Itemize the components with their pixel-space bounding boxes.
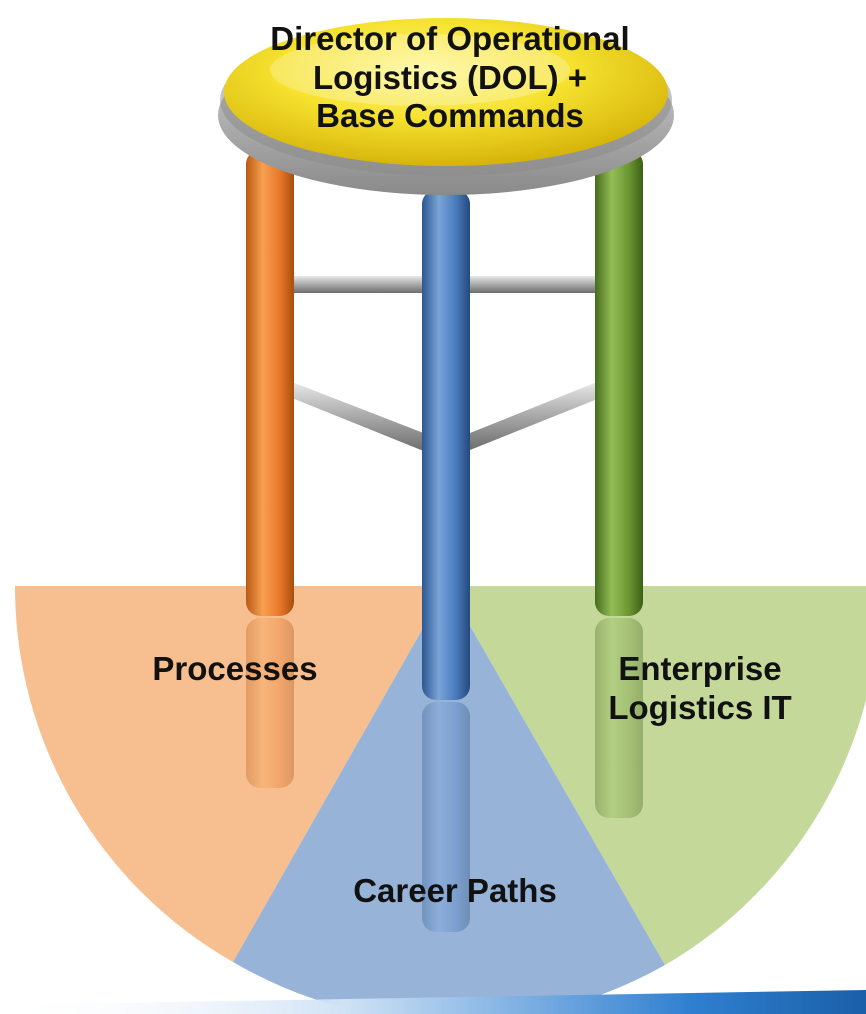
processes-label-text: Processes	[152, 650, 318, 687]
seat-label-line-2: Logistics (DOL) +	[312, 58, 588, 96]
career-paths-label: Career Paths	[300, 872, 610, 911]
enterprise-it-label: Enterprise Logistics IT	[565, 650, 835, 727]
right-leg	[595, 150, 643, 616]
enterprise-it-segment	[447, 586, 866, 965]
center-leg	[422, 190, 470, 700]
enterprise-it-line-2: Logistics IT	[608, 688, 792, 726]
seat-label: Director of Operational Logistics (DOL) …	[190, 20, 710, 136]
leg-reflections	[246, 618, 643, 932]
stool-seat	[218, 18, 674, 195]
enterprise-it-line-1: Enterprise	[618, 650, 782, 687]
left-leg	[246, 150, 294, 616]
seat-label-line-3: Base Commands	[316, 97, 584, 135]
processes-label: Processes	[100, 650, 370, 689]
bottom-banner	[0, 990, 866, 1014]
seat-label-line-1: Director of Operational	[270, 20, 630, 57]
career-paths-label-text: Career Paths	[353, 872, 557, 909]
processes-segment	[14, 586, 447, 962]
